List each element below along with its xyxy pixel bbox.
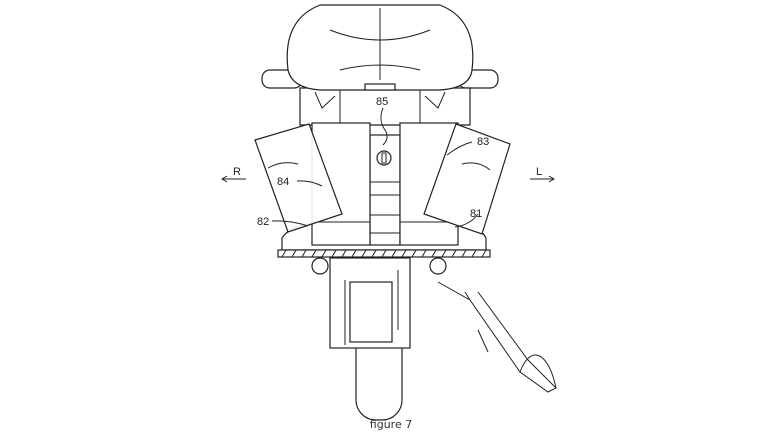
- label-direction-r: R: [233, 166, 241, 178]
- left-swing-panel: [254, 123, 343, 233]
- label-82: 82: [257, 216, 269, 228]
- label-81: 81: [470, 208, 482, 220]
- figure-caption: figure 7: [369, 418, 413, 431]
- caster-left: [311, 257, 329, 275]
- label-85: 85: [376, 96, 388, 108]
- fork-assembly: [349, 281, 393, 343]
- swing-arrow-right: [461, 162, 491, 171]
- kickstand: [437, 281, 557, 393]
- center-strip: [369, 134, 401, 246]
- lock-icon: [376, 150, 392, 166]
- right-swing-panel: [423, 123, 511, 235]
- caster-right: [429, 257, 447, 275]
- swing-arrow-left: [267, 162, 299, 169]
- label-84: 84: [277, 176, 289, 188]
- seat: [261, 4, 499, 126]
- label-83: 83: [477, 136, 489, 148]
- direction-arrow-l: [530, 175, 555, 183]
- direction-arrow-r: [221, 175, 246, 183]
- label-direction-l: L: [536, 166, 542, 178]
